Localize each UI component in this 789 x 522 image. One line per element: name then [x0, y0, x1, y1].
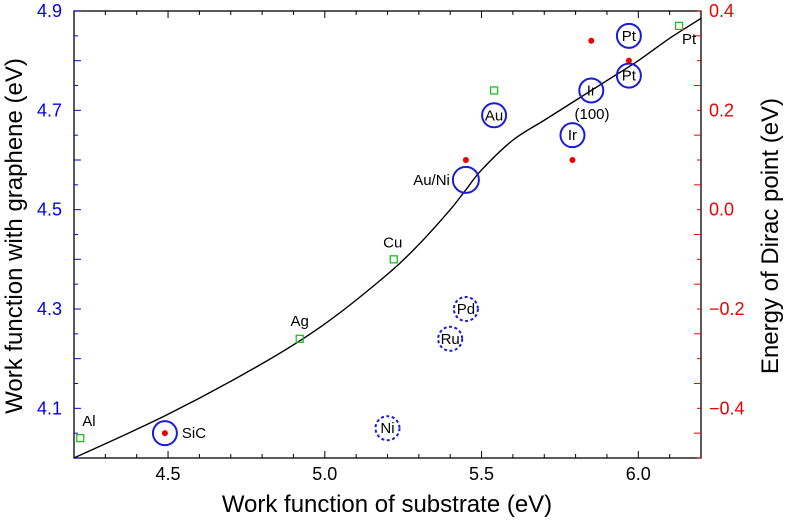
dirac-point-dot — [569, 157, 576, 163]
circle-label: Pt — [622, 68, 637, 85]
y-right-tick-label: 0.2 — [709, 100, 734, 120]
dashed-circle-marker — [437, 325, 464, 352]
circle-label: Pd — [457, 301, 475, 318]
circle-label: Au/Ni — [413, 172, 450, 189]
y-right-tick-label: −0.4 — [709, 398, 745, 418]
circle-marker — [559, 122, 586, 149]
dirac-point-dot — [161, 430, 168, 437]
circle-label: Ir — [568, 127, 577, 144]
circle-label: Ni — [380, 420, 394, 437]
data-marks-group — [76, 21, 684, 447]
circle-marker — [615, 22, 642, 49]
dirac-point-dot — [462, 157, 469, 163]
square-marker — [295, 334, 304, 343]
circle-marker — [578, 77, 605, 104]
square-marker — [489, 86, 499, 95]
x-axis-title: Work function of substrate (eV) — [222, 491, 552, 518]
square-marker — [76, 433, 85, 443]
y-left-tick-label: 4.1 — [37, 398, 62, 418]
circle-marker — [481, 102, 508, 129]
dirac-point-dot — [625, 57, 632, 64]
y-right-tick-label: −0.2 — [709, 299, 745, 319]
square-label: Al — [82, 413, 95, 430]
x-tick-label: 4.5 — [156, 464, 181, 484]
y-left-tick-label: 4.7 — [37, 100, 62, 120]
square-label: Cu — [383, 234, 402, 251]
square-label: Ag — [291, 313, 309, 330]
dashed-circle-marker — [452, 296, 479, 322]
dirac-point-dot — [588, 37, 595, 44]
circle-label: Au — [485, 107, 503, 124]
circle-label: Ru — [441, 331, 460, 348]
circle-label: Pt — [622, 28, 637, 45]
dashed-circle-marker — [374, 415, 401, 442]
square-marker — [674, 21, 684, 31]
y-right-axis-title: Energy of Dirac point (eV) — [757, 98, 784, 374]
x-tick-label: 6.0 — [626, 464, 651, 484]
tick-group: 4.5 5.0 5.5 6.0 4.1 4.3 4.5 4.7 4.9 −0.4 −0.2 0.0 0.… — [37, 1, 745, 484]
circle-label: Ir — [587, 82, 596, 99]
y-left-tick-label: 4.9 — [37, 1, 62, 21]
y-right-tick-label: 0.0 — [709, 200, 734, 220]
circle-marker — [451, 165, 480, 194]
y-right-tick-label: 0.4 — [709, 1, 734, 21]
x-tick-label: 5.0 — [312, 464, 337, 484]
x-tick-label: 5.5 — [469, 464, 494, 484]
y-left-tick-label: 4.3 — [37, 299, 62, 319]
y-left-axis-title: Work function with graphene (eV) — [1, 58, 28, 414]
annotation-100: (100) — [574, 106, 609, 123]
square-label: Pt — [682, 31, 697, 48]
circle-marker — [151, 420, 178, 447]
y-left-tick-label: 4.5 — [37, 200, 62, 220]
circle-label: SiC — [182, 425, 206, 442]
square-marker — [389, 255, 398, 264]
